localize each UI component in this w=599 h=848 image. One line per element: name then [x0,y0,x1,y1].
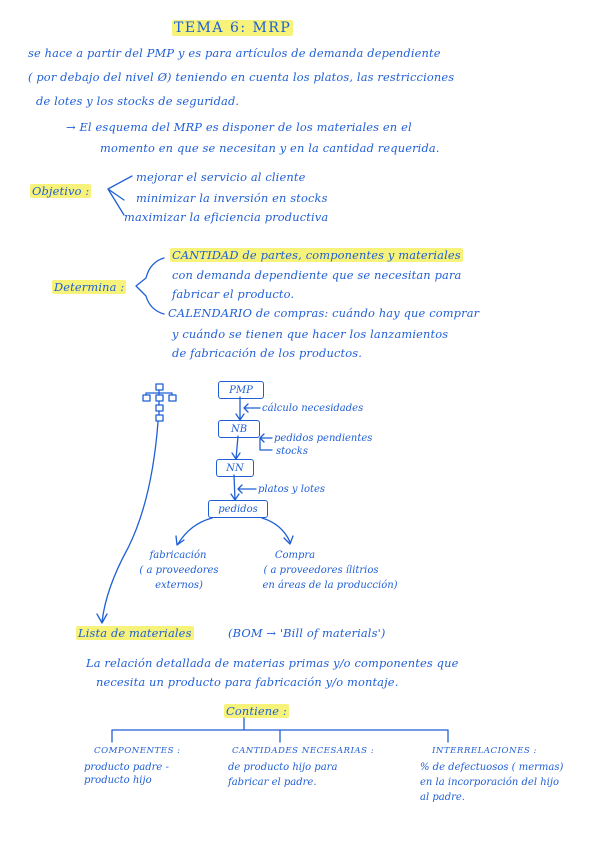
note-pedidos-pendientes: pedidos pendientes [274,433,373,444]
determina-brace [135,257,165,315]
lista-bom: (BOM → 'Bill of materials') [228,626,386,640]
calendario-line-2: y cuándo se tienen que hacer los lanzami… [172,327,449,341]
compra-line-2: ( a proveedores ílitrios [263,565,379,576]
fabricacion-line-2: ( a proveedores [139,565,219,576]
cantidad-line-3: fabricar el producto. [172,287,295,301]
note-calculo: cálculo necesidades [262,403,364,414]
cantidad-line-2: con demanda dependiente que se necesitan… [172,268,462,282]
determina-label: Determina : [52,280,127,294]
arrow-nb-nn [231,435,241,460]
fabricacion-line-3: externos) [155,580,203,591]
col-componentes-line-2: producto hijo [84,775,152,786]
col-interrelaciones-line-2: en la incorporación del hijo [420,777,559,788]
esquema-line-2: momento en que se necesitan y en la cant… [100,141,440,155]
col-interrelaciones-line-3: al padre. [420,792,465,803]
col-cantidades-line-2: fabricar el padre. [228,777,317,788]
arrow-to-fabricacion [175,517,213,546]
note-platos-lotes: platos y lotes [258,484,326,495]
col-componentes-line-1: producto padre - [84,762,169,773]
lista-title: Lista de materiales [76,626,194,640]
objetivo-brace [107,175,133,216]
page-title: TEMA 6: MRP [172,20,294,36]
col-cantidades-line-1: de producto hijo para [228,762,338,773]
tree-icon [142,383,177,422]
flow-box-nn: NN [216,459,254,477]
arrow-calculo [243,403,261,413]
fabricacion-title: fabricación [149,550,207,561]
lista-desc-2: necesita un producto para fabricación y/… [96,675,399,689]
col-interrelaciones-head: INTERRELACIONES : [432,746,537,756]
contiene-tree [111,717,449,743]
intro-line-3: de lotes y los stocks de seguridad. [36,94,240,108]
objetivo-item-2: minimizar la inversión en stocks [136,191,328,205]
flow-box-pmp: PMP [218,381,264,399]
cantidad-line-1: CANTIDAD de partes, componentes y materi… [170,248,463,262]
lista-desc-1: La relación detallada de materias primas… [86,656,459,670]
esquema-line-1: → El esquema del MRP es disponer de los … [66,120,412,134]
compra-title: Compra [274,550,316,561]
calendario-line-3: de fabricación de los productos. [172,346,362,360]
objetivo-label: Objetivo : [30,184,92,198]
objetivo-item-1: mejorar el servicio al cliente [136,170,306,184]
compra-line-3: en áreas de la producción) [262,580,398,591]
flow-box-pedidos: pedidos [208,500,268,518]
objetivo-item-3: maximizar la eficiencia productiva [124,210,329,224]
col-interrelaciones-line-1: % de defectuosos ( mermas) [420,762,564,773]
tree-to-lista-arrow [101,421,159,623]
arrow-nn-pedidos [230,474,240,501]
note-stocks: stocks [276,446,308,457]
arrow-platos-lotes [237,484,257,494]
col-componentes-head: COMPONENTES : [94,746,181,756]
flow-box-nb: NB [218,420,260,438]
calendario-line-1: CALENDARIO de compras: cuándo hay que co… [168,306,480,320]
arrow-to-compra [261,517,294,545]
col-cantidades-head: CANTIDADES NECESARIAS : [232,746,375,756]
contiene-label: Contiene : [224,704,289,718]
intro-line-1: se hace a partir del PMP y es para artíc… [28,46,441,60]
arrow-pmp-nb [235,396,245,421]
arrow-pedidos-pendientes [259,433,273,451]
intro-line-2: ( por debajo del nivel Ø) teniendo en cu… [28,70,455,84]
